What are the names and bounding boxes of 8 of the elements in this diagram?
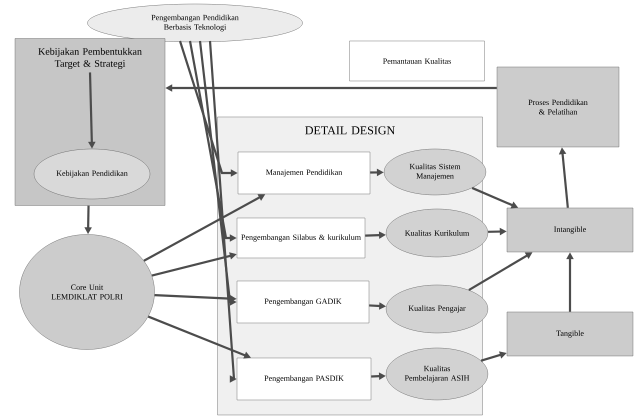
process-box: Proses Pendidikan & Pelatihan xyxy=(496,66,620,148)
process-box: Pengembangan PASDIK xyxy=(236,358,372,400)
outcome-box: Tangible xyxy=(506,312,634,356)
text-box: Pemantauan Kualitas xyxy=(349,40,485,82)
process-box: Pengembangan Silabus & kurikulum xyxy=(236,218,366,258)
outcome-box: Intangible xyxy=(506,208,634,252)
process-box: Pengembangan GADIK xyxy=(236,280,370,324)
process-box: Manajemen Pendidikan xyxy=(238,152,370,194)
